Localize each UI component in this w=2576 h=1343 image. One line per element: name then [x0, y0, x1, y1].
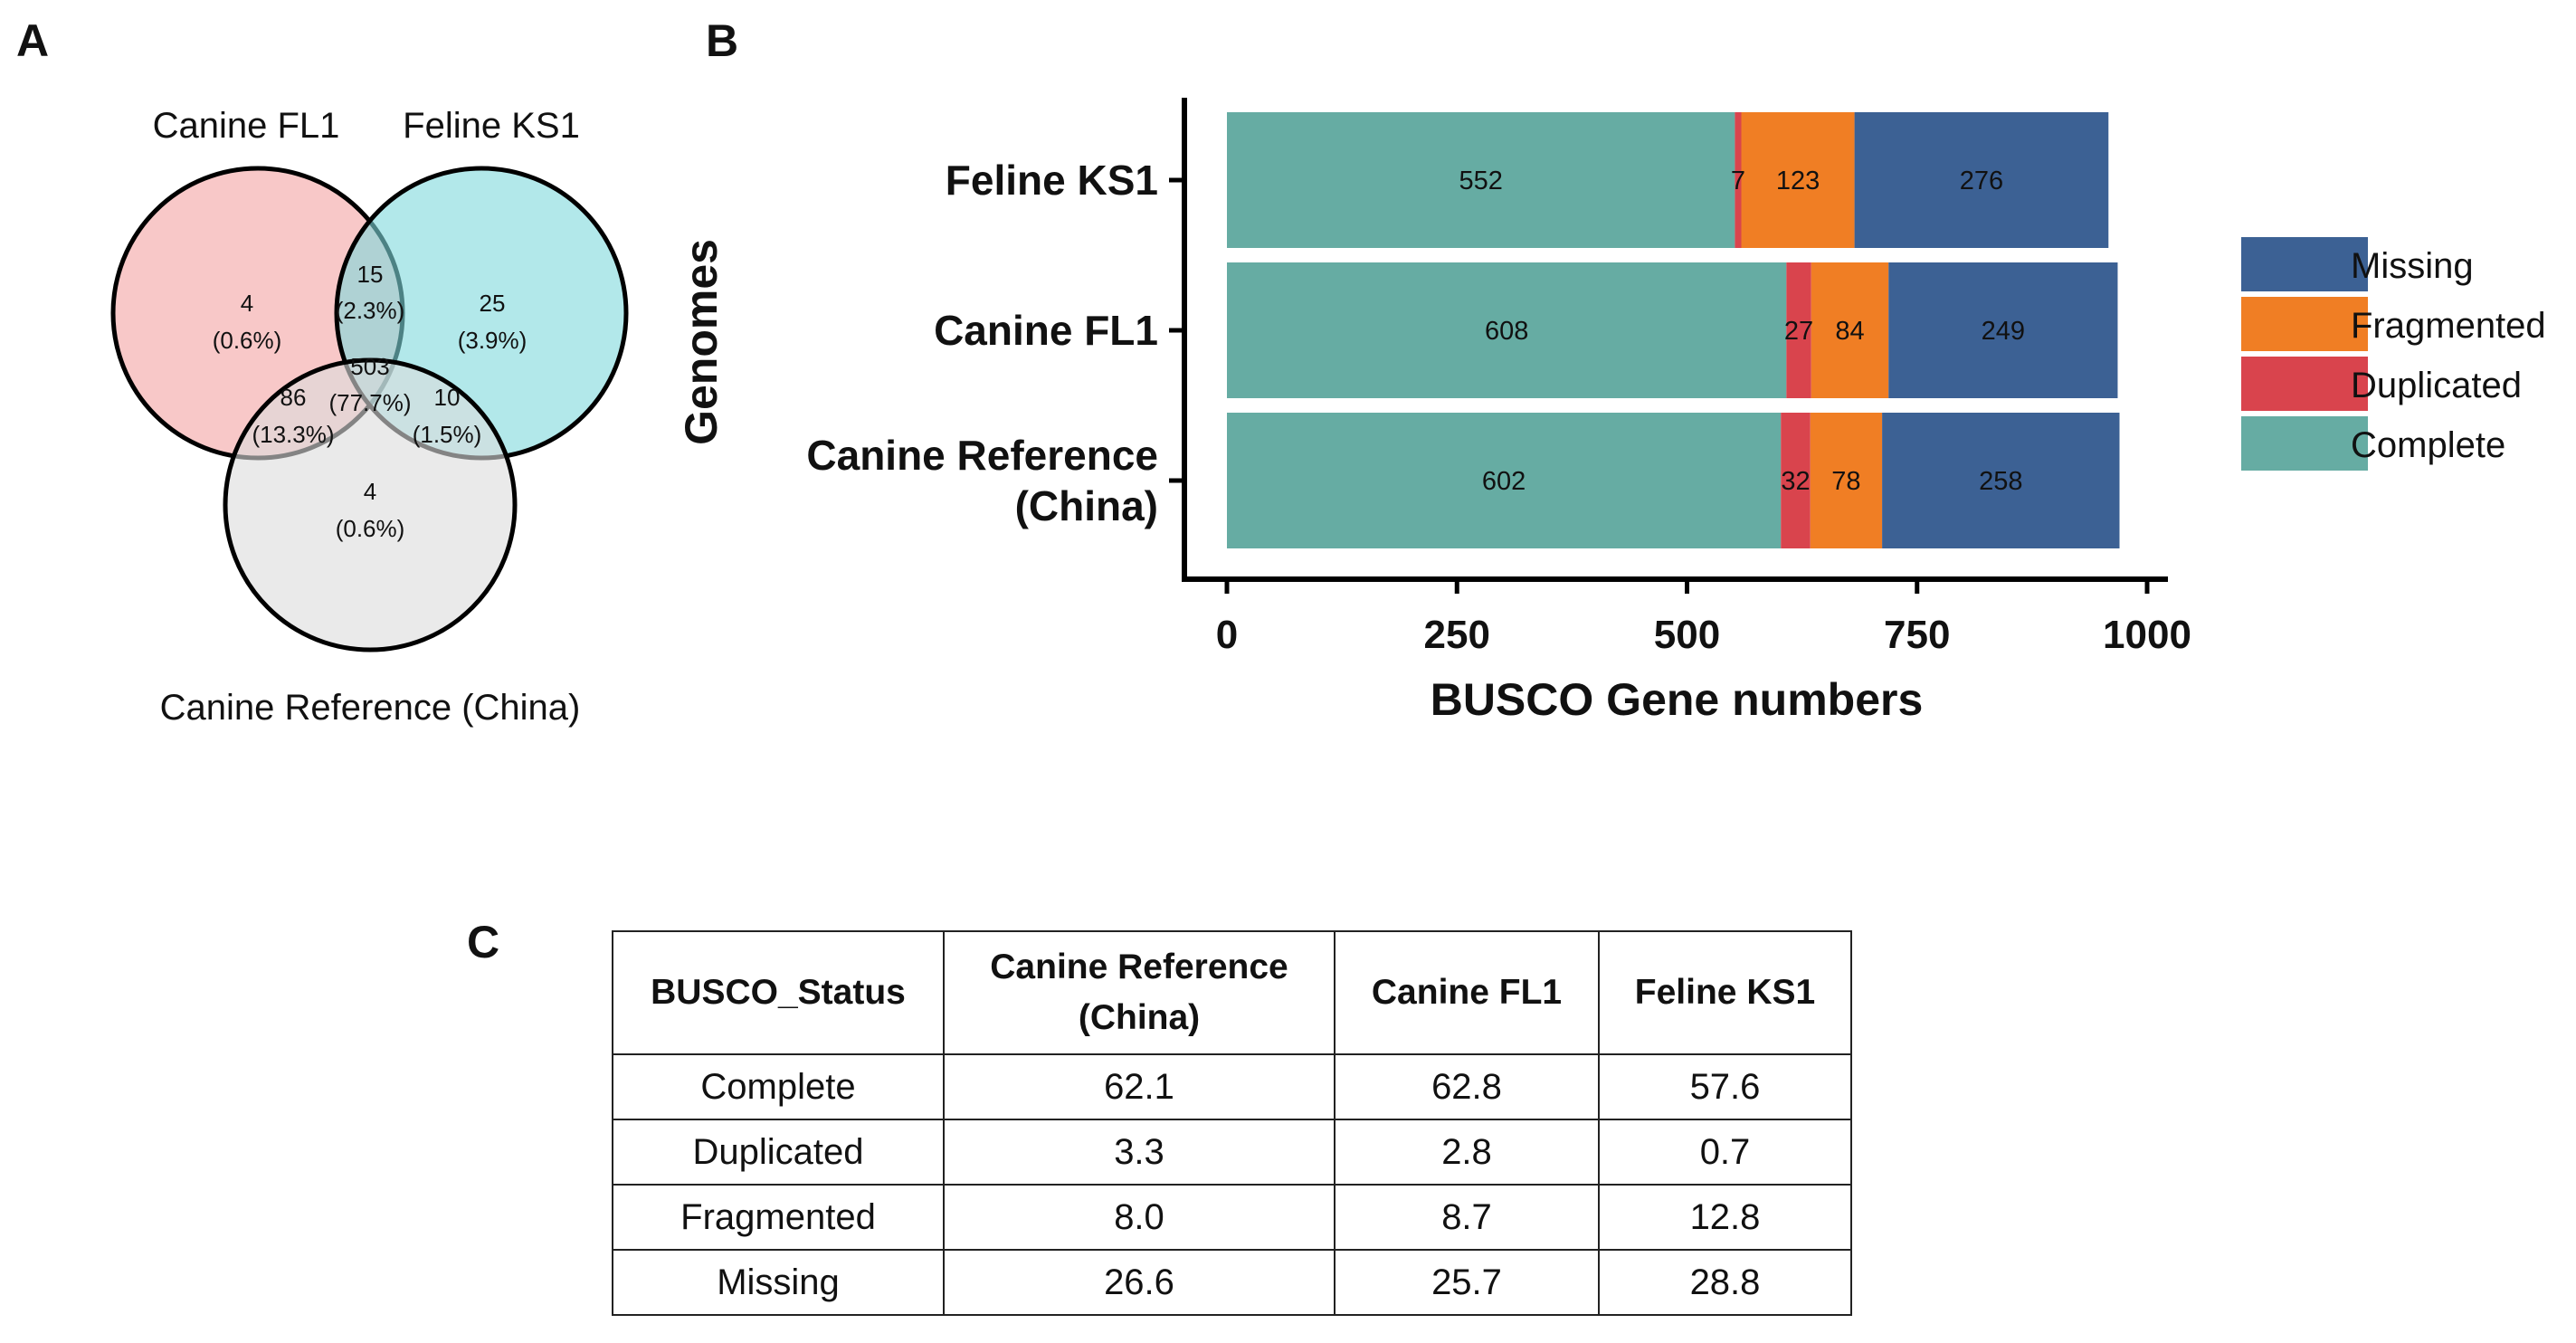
table-cell: Missing [612, 1249, 945, 1316]
table-cell: 26.6 [943, 1249, 1336, 1316]
venn-circle-canine-reference [223, 357, 518, 652]
venn-pct-fl1-only: (0.6%) [213, 327, 282, 354]
venn-pct-all: (77.7%) [328, 389, 411, 416]
table-header-canine-reference-china: Canine Reference(China) [943, 930, 1336, 1055]
table-cell: 28.8 [1598, 1249, 1852, 1316]
legend-swatch-duplicated [2241, 357, 2368, 411]
bar-label-complete-feline-ks1: 552 [1459, 167, 1502, 195]
x-tick-label: 250 [1424, 613, 1490, 657]
bar-label-duplicated-feline-ks1: 7 [1731, 167, 1745, 195]
venn-diagram: Canine FL1 Feline KS1 Canine Reference (… [110, 106, 629, 728]
table-cell: 8.0 [943, 1184, 1336, 1251]
venn-count-ks1-only: 25 [480, 290, 506, 317]
table-cell: 3.3 [943, 1119, 1336, 1186]
legend-swatch-complete [2241, 416, 2368, 471]
bar-label-fragmented-feline-ks1: 123 [1776, 167, 1820, 195]
legend-label-duplicated: Duplicated [2351, 366, 2522, 405]
table-cell: 57.6 [1598, 1053, 1852, 1120]
table-cell: 62.1 [943, 1053, 1336, 1120]
panel-label-b: B [706, 15, 738, 66]
panel-label-a: A [16, 15, 49, 66]
table-cell: 25.7 [1334, 1249, 1600, 1316]
table-header-busco-status: BUSCO_Status [612, 930, 945, 1055]
bar-missing-canine-fl1 [1888, 262, 2118, 398]
busco-bar-chart: 552 7 123 276 608 27 84 249 602 32 78 258 0 250 500 75… [676, 98, 2546, 725]
venn-count-ks1-ref: 10 [434, 384, 461, 411]
bar-fragmented-canine-reference-china [1810, 413, 1883, 548]
bar-fragmented-canine-fl1 [1811, 262, 1889, 398]
table-cell: Fragmented [612, 1184, 945, 1251]
bar-label-missing-canine-reference-china: 258 [1979, 467, 2022, 496]
legend-label-missing: Missing [2351, 246, 2474, 286]
table-cell: 0.7 [1598, 1119, 1852, 1186]
table-header-canine-fl1: Canine FL1 [1334, 930, 1600, 1055]
legend-label-fragmented: Fragmented [2351, 306, 2546, 346]
table-cell: Complete [612, 1053, 945, 1120]
y-axis-title: Genomes [676, 239, 727, 445]
bar-duplicated-canine-fl1 [1786, 262, 1811, 398]
y-tick-label-canine-fl1: Canine FL1 [934, 307, 1158, 354]
venn-pct-ks1-only: (3.9%) [458, 327, 528, 354]
legend-swatch-missing [2241, 237, 2368, 291]
bar-label-duplicated-canine-reference-china: 32 [1781, 467, 1810, 496]
venn-pct-fl1-ref: (13.3%) [252, 421, 334, 448]
legend-label-complete: Complete [2351, 425, 2505, 465]
bar-complete-canine-fl1 [1227, 262, 1787, 398]
bar-label-fragmented-canine-reference-china: 78 [1831, 467, 1860, 496]
table-cell: 62.8 [1334, 1053, 1600, 1120]
table-cell: 2.8 [1334, 1119, 1600, 1186]
bar-label-missing-canine-fl1: 249 [1982, 317, 2025, 346]
venn-pct-ks1-ref: (1.5%) [413, 421, 482, 448]
venn-count-fl1-ref: 86 [280, 384, 307, 411]
venn-pct-ref-only: (0.6%) [336, 515, 405, 542]
bar-label-missing-feline-ks1: 276 [1960, 167, 2003, 195]
bar-label-duplicated-canine-fl1: 27 [1784, 317, 1813, 346]
bar-duplicated-canine-reference-china [1781, 413, 1811, 548]
venn-count-ref-only: 4 [364, 478, 376, 505]
venn-label-canine-reference: Canine Reference (China) [160, 688, 581, 728]
bar-complete-canine-reference-china [1227, 413, 1782, 548]
bar-fragmented-feline-ks1 [1741, 112, 1855, 248]
y-tick-label-canine-reference-china: (China) [1015, 482, 1158, 529]
venn-count-all: 503 [350, 353, 389, 380]
venn-count-fl1-ks1: 15 [357, 261, 384, 288]
bar-label-complete-canine-fl1: 608 [1485, 317, 1528, 346]
bar-duplicated-feline-ks1 [1735, 112, 1742, 248]
bar-label-complete-canine-reference-china: 602 [1482, 467, 1526, 496]
legend-swatch-fragmented [2241, 297, 2368, 351]
x-axis-ticks: 0 250 500 750 1000 [1216, 579, 2191, 657]
table-cell: 8.7 [1334, 1184, 1600, 1251]
venn-label-feline-ks1: Feline KS1 [403, 106, 580, 146]
y-tick-label-canine-reference-china: Canine Reference [806, 432, 1158, 479]
y-tick-label-feline-ks1: Feline KS1 [946, 157, 1158, 204]
panel-label-c: C [467, 917, 499, 967]
table-cell: 12.8 [1598, 1184, 1852, 1251]
bar-complete-feline-ks1 [1227, 112, 1735, 248]
venn-pct-fl1-ks1: (2.3%) [336, 297, 405, 324]
bar-value-labels: 552 7 123 276 608 27 84 249 602 32 78 258 [1459, 167, 2025, 496]
venn-count-fl1-only: 4 [241, 290, 253, 317]
x-axis-title: BUSCO Gene numbers [1431, 674, 1924, 725]
venn-label-canine-fl1: Canine FL1 [153, 106, 340, 146]
bar-label-fragmented-canine-fl1: 84 [1835, 317, 1864, 346]
table-cell: Duplicated [612, 1119, 945, 1186]
bar-missing-canine-reference-china [1882, 413, 2120, 548]
x-tick-label: 750 [1884, 613, 1950, 657]
bar-group [1227, 112, 2120, 548]
x-tick-label: 500 [1654, 613, 1720, 657]
table-header-feline-ks1: Feline KS1 [1598, 930, 1852, 1055]
x-tick-label: 1000 [2103, 613, 2191, 657]
x-tick-label: 0 [1216, 613, 1238, 657]
bar-missing-feline-ks1 [1854, 112, 2109, 248]
